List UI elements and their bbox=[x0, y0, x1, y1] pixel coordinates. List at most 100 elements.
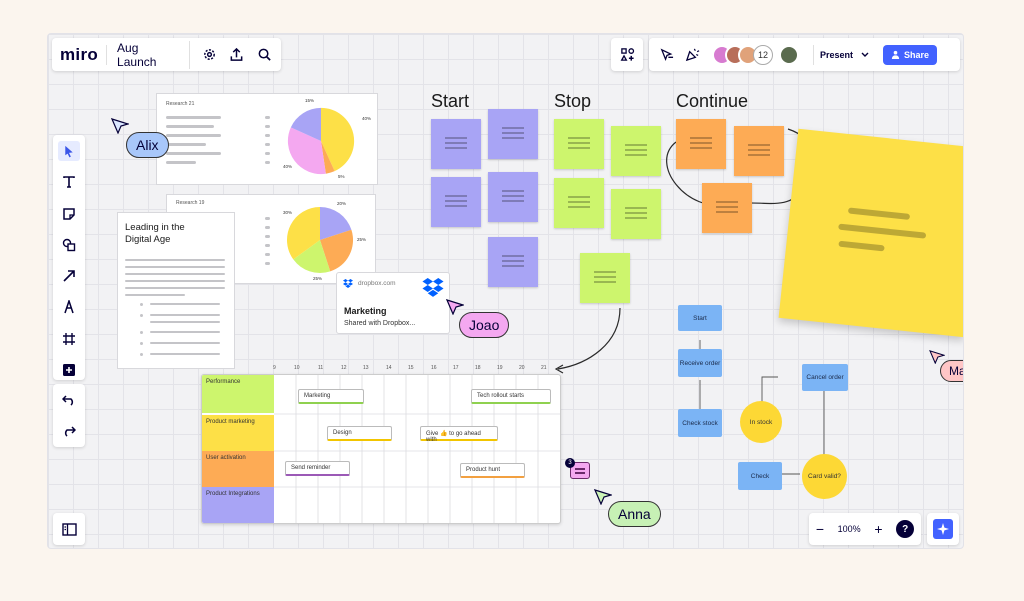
collaborator-cursor-label: Anna bbox=[608, 501, 661, 527]
timeline-card[interactable]: Marketing bbox=[298, 389, 364, 404]
board-name[interactable]: Aug Launch bbox=[117, 40, 191, 69]
sticky-note[interactable] bbox=[554, 178, 604, 228]
report-card[interactable]: Research 19 30% 20% 25% 25% bbox=[166, 194, 376, 284]
undo-redo-panel bbox=[53, 384, 85, 447]
undo-icon[interactable] bbox=[58, 389, 80, 411]
timeline-card[interactable]: Design bbox=[327, 426, 392, 441]
collaborator-cursor-label: Alix bbox=[126, 132, 169, 158]
pie-label: 25% bbox=[313, 276, 323, 281]
timeline-day: 9 bbox=[273, 365, 276, 371]
flowchart-step[interactable]: Receive order bbox=[678, 349, 722, 377]
board-sidebar-button[interactable] bbox=[53, 513, 85, 545]
pie-chart bbox=[287, 107, 355, 175]
sticky-note[interactable] bbox=[431, 177, 481, 227]
present-label: Present bbox=[820, 49, 854, 60]
redo-icon[interactable] bbox=[58, 420, 80, 442]
dropbox-small-icon bbox=[343, 279, 353, 288]
large-sticky-note[interactable] bbox=[778, 128, 963, 338]
pie-label: 20% bbox=[337, 201, 347, 206]
flowchart-step[interactable]: Cancel order bbox=[802, 364, 848, 391]
sticky-note[interactable] bbox=[488, 109, 538, 159]
text-tool-icon[interactable] bbox=[58, 172, 80, 192]
avatar[interactable] bbox=[779, 44, 799, 65]
sticky-note[interactable] bbox=[488, 237, 538, 287]
sparkle-icon bbox=[933, 519, 953, 539]
timeline-card[interactable]: Send reminder bbox=[285, 461, 350, 476]
pie-label: 30% bbox=[283, 210, 293, 215]
ai-assist-button[interactable] bbox=[927, 513, 959, 545]
upload-icon[interactable] bbox=[228, 46, 246, 64]
apps-button[interactable] bbox=[611, 38, 643, 71]
pie-label: 5% bbox=[338, 174, 345, 179]
sticky-note-tool-icon[interactable] bbox=[58, 204, 80, 224]
miro-logo[interactable]: miro bbox=[60, 44, 108, 65]
whiteboard-canvas[interactable]: miro Aug Launch 12 Present Share bbox=[47, 33, 964, 549]
document-card[interactable]: Leading in the Digital Age bbox=[117, 212, 235, 369]
flowchart-decision[interactable]: In stock bbox=[740, 401, 782, 443]
timeline-day: 11 bbox=[318, 365, 324, 371]
zoom-out-button[interactable]: − bbox=[815, 521, 824, 537]
sticky-note[interactable] bbox=[611, 126, 661, 176]
report-card[interactable]: Research 21 15% 40% 40% 5% bbox=[156, 93, 378, 185]
timeline-board[interactable]: Performance Product marketing User activ… bbox=[201, 374, 561, 524]
flowchart-step[interactable]: Start bbox=[678, 305, 722, 331]
timeline-day: 14 bbox=[386, 365, 392, 371]
connection-line-tool-icon[interactable] bbox=[58, 266, 80, 286]
pie-chart bbox=[286, 207, 354, 274]
sticky-note[interactable] bbox=[611, 189, 661, 239]
shapes-tool-icon[interactable] bbox=[58, 235, 80, 255]
timeline-day: 12 bbox=[341, 365, 347, 371]
timeline-card[interactable]: Tech rollout starts bbox=[471, 389, 551, 404]
timeline-card[interactable]: Product hunt bbox=[460, 463, 525, 478]
sticky-note[interactable] bbox=[554, 119, 604, 169]
pie-label: 40% bbox=[283, 164, 293, 169]
zoom-level[interactable]: 100% bbox=[837, 524, 861, 534]
pie-label: 15% bbox=[305, 98, 315, 103]
frame-tool-icon[interactable] bbox=[58, 329, 80, 349]
timeline-card[interactable]: Give 👍 to go ahead with bbox=[420, 426, 498, 443]
report-title: Research 21 bbox=[166, 101, 195, 107]
dropbox-logo-icon bbox=[422, 278, 444, 297]
timeline-day: 15 bbox=[408, 365, 414, 371]
collaborator-cursor-label: Maria bbox=[940, 360, 963, 382]
creation-toolbar bbox=[53, 135, 85, 380]
cursor-arrow-icon bbox=[929, 350, 945, 364]
collaboration-bar: 12 Present Share bbox=[649, 38, 960, 71]
timeline-day: 19 bbox=[497, 365, 503, 371]
select-tool-icon[interactable] bbox=[58, 141, 80, 162]
timeline-row-label: Product marketing bbox=[202, 415, 274, 451]
timeline-day: 20 bbox=[519, 365, 525, 371]
more-tools-plus-icon[interactable] bbox=[58, 360, 80, 380]
collaborator-cursor-label: Joao bbox=[459, 312, 510, 338]
timeline-day: 17 bbox=[453, 365, 459, 371]
celebrate-icon[interactable] bbox=[683, 46, 701, 64]
flowchart-step[interactable]: Check stock bbox=[678, 409, 722, 437]
sticky-note[interactable] bbox=[734, 126, 784, 176]
sticky-note[interactable] bbox=[702, 183, 752, 233]
present-button[interactable]: Present bbox=[813, 44, 875, 65]
help-icon[interactable]: ? bbox=[896, 520, 915, 538]
dropbox-title: Marketing bbox=[344, 306, 387, 316]
cursor-arrow-icon bbox=[594, 489, 612, 505]
pen-tool-icon[interactable] bbox=[58, 297, 80, 317]
sticky-note[interactable] bbox=[488, 172, 538, 222]
share-button[interactable]: Share bbox=[883, 44, 938, 65]
timeline-day: 16 bbox=[431, 365, 437, 371]
comment-bubble-icon[interactable] bbox=[570, 462, 590, 479]
dropbox-subtitle: Shared with Dropbox... bbox=[344, 320, 416, 327]
sticky-note[interactable] bbox=[431, 119, 481, 169]
zoom-in-button[interactable]: + bbox=[874, 521, 883, 537]
cursor-filter-icon[interactable] bbox=[657, 46, 675, 64]
flowchart-step[interactable]: Check bbox=[738, 462, 782, 490]
shapes-plus-icon bbox=[618, 46, 636, 64]
user-icon bbox=[891, 50, 900, 59]
pie-label: 25% bbox=[357, 237, 367, 242]
cursor-arrow-icon bbox=[111, 118, 129, 134]
sticky-note[interactable] bbox=[580, 253, 630, 303]
avatar-overflow-count[interactable]: 12 bbox=[753, 44, 773, 65]
gear-icon[interactable] bbox=[200, 46, 218, 64]
sticky-note[interactable] bbox=[676, 119, 726, 169]
search-icon[interactable] bbox=[255, 46, 273, 64]
flowchart-decision[interactable]: Card valid? bbox=[802, 454, 847, 499]
share-label: Share bbox=[904, 49, 930, 60]
